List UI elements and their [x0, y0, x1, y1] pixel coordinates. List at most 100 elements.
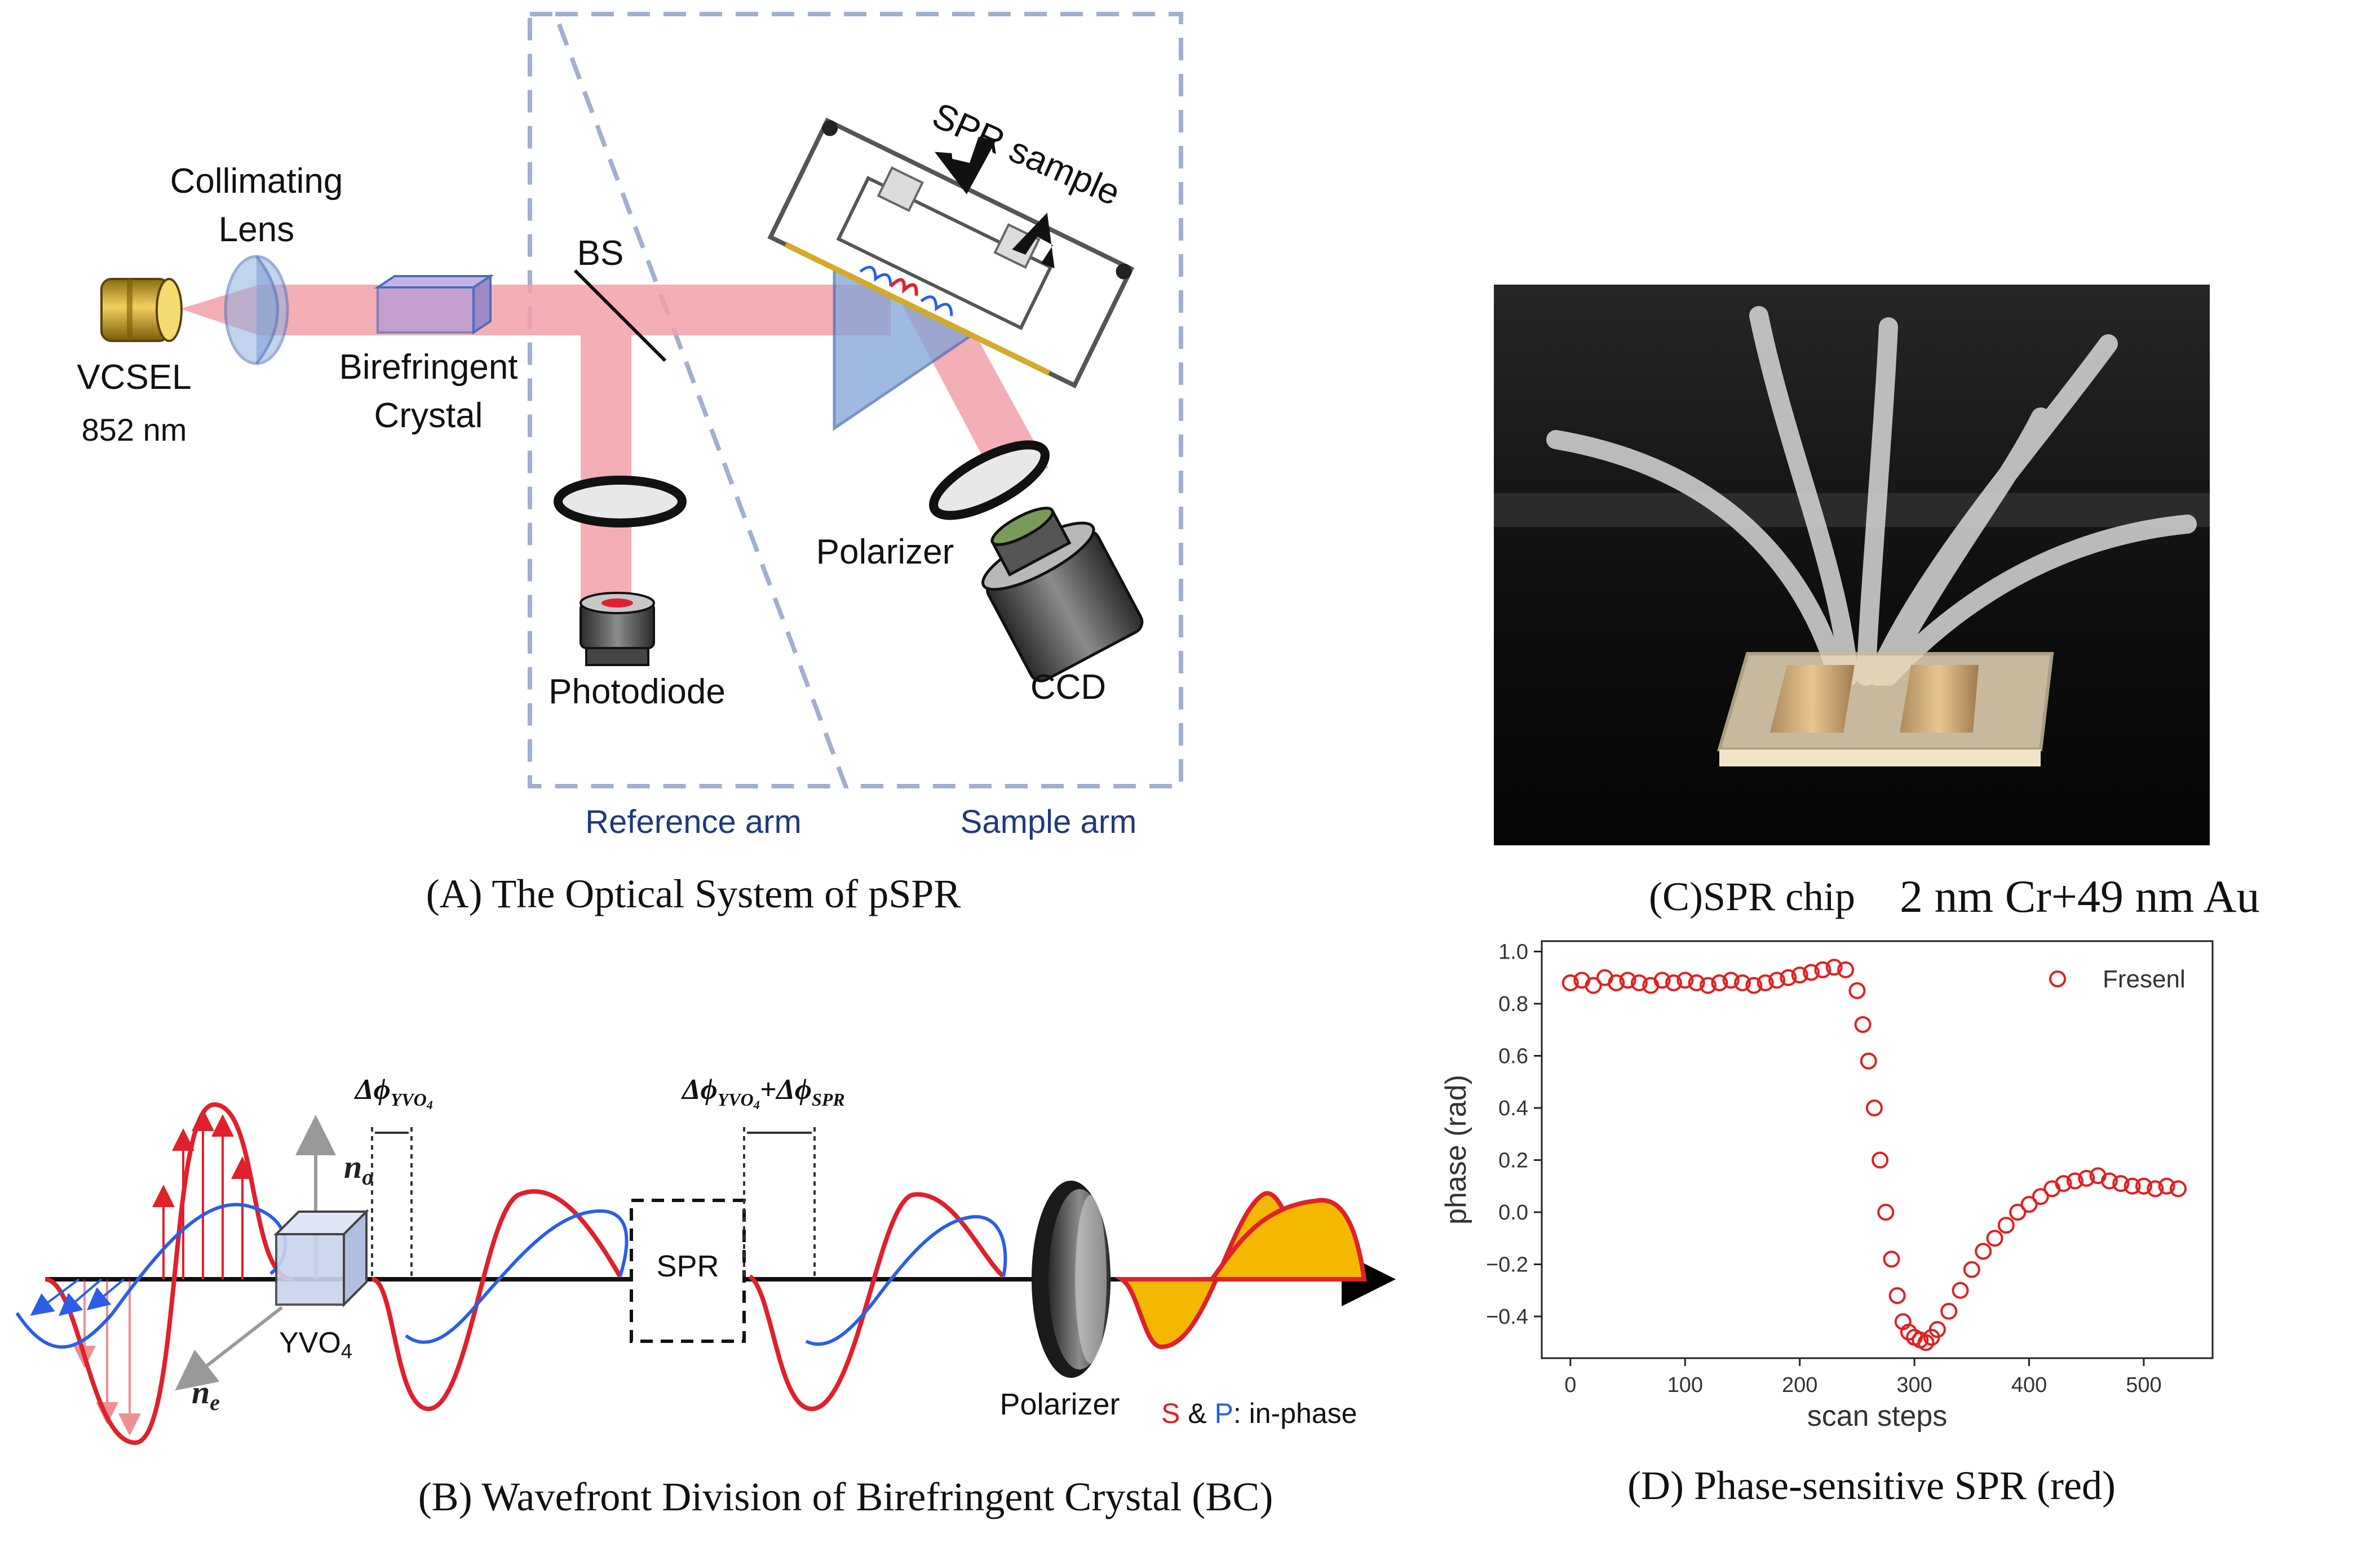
sample-out-arrow-icon	[1012, 212, 1055, 269]
data-point	[1997, 1217, 2015, 1234]
vcsel-wavelength-label: 852 nm	[82, 412, 187, 447]
x-axis-label: scan steps	[1807, 1400, 1948, 1433]
data-point	[1975, 1243, 1992, 1260]
data-point	[2135, 1177, 2152, 1195]
data-point	[1585, 977, 1602, 994]
data-point	[1854, 1016, 1872, 1033]
y-tick-label: −0.4	[1486, 1305, 1528, 1329]
reference-arm-frame	[528, 12, 849, 788]
data-point	[1619, 972, 1636, 989]
p-wave-field-arrows	[30, 1278, 125, 1316]
data-point	[1888, 1287, 1906, 1304]
panel-b-caption: (B) Wavefront Division of Birefringent C…	[418, 1474, 1273, 1519]
sample-arm-frame	[555, 12, 1183, 788]
data-point	[1676, 972, 1694, 989]
sample-polarizer-icon	[929, 440, 1050, 520]
incoming-s-wave	[45, 1102, 294, 1446]
birefringent-crystal-icon	[374, 274, 494, 335]
panel-a-optical-system: Collimating Lens VCSEL 852 nm Birefringe…	[77, 12, 1183, 916]
ccd-camera-icon	[981, 507, 1144, 682]
p-wave-after-spr	[805, 1215, 1007, 1346]
spr-sample-holder-icon	[767, 117, 1135, 389]
x-tick-label: 100	[1667, 1373, 1703, 1397]
incoming-p-wave	[15, 1203, 287, 1349]
in-phase-p-fill	[1207, 1198, 1367, 1282]
ne-axis	[175, 1306, 283, 1391]
data-point	[2066, 1172, 2083, 1190]
data-point	[1665, 974, 1682, 991]
data-point	[1825, 959, 1843, 976]
data-point	[1865, 1099, 1883, 1116]
panel-c-caption-layers: 2 nm Cr+49 nm Au	[1900, 871, 2260, 922]
output-polarizer-label: Polarizer	[999, 1387, 1120, 1421]
tubing	[1546, 306, 2197, 686]
ccd-label: CCD	[1030, 668, 1106, 707]
data-point	[1986, 1230, 2003, 1247]
data-point	[1963, 1261, 1980, 1278]
data-point	[2169, 1180, 2187, 1198]
data-point	[1630, 974, 1648, 991]
data-point	[2020, 1196, 2038, 1213]
p-wave-after-crystal	[405, 1209, 629, 1344]
reference-polarizer-icon	[554, 476, 687, 527]
bs-label: BS	[577, 234, 624, 273]
yvo4-label: YVO4	[279, 1327, 352, 1363]
data-point	[2009, 1204, 2027, 1221]
chip-base	[1717, 652, 2054, 751]
data-point	[2078, 1169, 2095, 1187]
data-point	[1711, 974, 1728, 991]
data-point	[1883, 1251, 1900, 1268]
data-point	[2112, 1175, 2130, 1192]
data-point	[2158, 1177, 2175, 1195]
y-tick-label: 0.6	[1498, 1045, 1528, 1068]
polarizer-label: Polarizer	[816, 533, 954, 571]
x-tick-label: 500	[2126, 1373, 2161, 1397]
chip-front-edge	[1719, 750, 2041, 766]
beam-splitter-icon	[573, 269, 667, 362]
panel-a-caption: (A) The Optical System of pSPR	[426, 871, 961, 916]
chart-legend: Fresenl	[2049, 965, 2186, 993]
photodiode-label: Photodiode	[548, 672, 725, 711]
data-point	[1722, 972, 1740, 989]
ne-axis-label: ne	[192, 1374, 220, 1415]
data-point	[1940, 1302, 1958, 1320]
lens-label-line1: Collimating	[170, 162, 343, 201]
output-polarizer-icon	[1032, 1181, 1111, 1378]
table-edge	[1494, 493, 2210, 527]
data-point	[2032, 1188, 2049, 1205]
data-point	[1814, 961, 1832, 978]
chart-points	[1561, 959, 2187, 1351]
data-point	[2147, 1180, 2164, 1198]
s-wave-after-spr	[748, 1192, 1005, 1412]
chip-gold-left	[1770, 665, 1855, 733]
main-laser-beam	[180, 285, 891, 335]
legend-marker	[2049, 970, 2066, 987]
data-point	[1768, 972, 1786, 989]
data-point	[1928, 1321, 1946, 1338]
y-axis-label: phase (rad)	[1440, 1075, 1472, 1225]
data-point	[1745, 977, 1763, 994]
reference-arm-label: Reference arm	[585, 804, 802, 840]
panel-b-wavefront-division: no ne YVO4 ΔϕYVO4 ΔϕYVO4+ΔϕSPR SPR Polar…	[15, 1074, 1396, 1519]
data-point	[1688, 974, 1705, 991]
data-point	[1780, 969, 1797, 986]
spr-box-label: SPR	[656, 1249, 719, 1283]
plot-area	[1541, 940, 2214, 1359]
data-point	[2100, 1172, 2118, 1190]
panel-c-caption: (C)SPR chip	[1649, 874, 1855, 919]
in-phase-legend: S & P: in-phase	[1161, 1398, 1357, 1429]
no-axis-label: no	[344, 1149, 373, 1190]
y-tick-label: 0.4	[1498, 1097, 1528, 1120]
s-wave-after-crystal	[371, 1189, 622, 1412]
data-point	[1900, 1323, 1917, 1341]
data-point	[1848, 982, 1866, 999]
data-point	[1699, 977, 1717, 994]
y-tick-label: 0.8	[1498, 992, 1528, 1016]
data-point	[1837, 961, 1855, 978]
yvo4-crystal-icon	[273, 1209, 369, 1307]
collimating-lens-icon	[224, 255, 289, 365]
y-tick-label: 1.0	[1498, 941, 1528, 964]
data-point	[2124, 1177, 2141, 1195]
x-tick-label: 0	[1564, 1373, 1576, 1397]
data-point	[1917, 1334, 1935, 1351]
